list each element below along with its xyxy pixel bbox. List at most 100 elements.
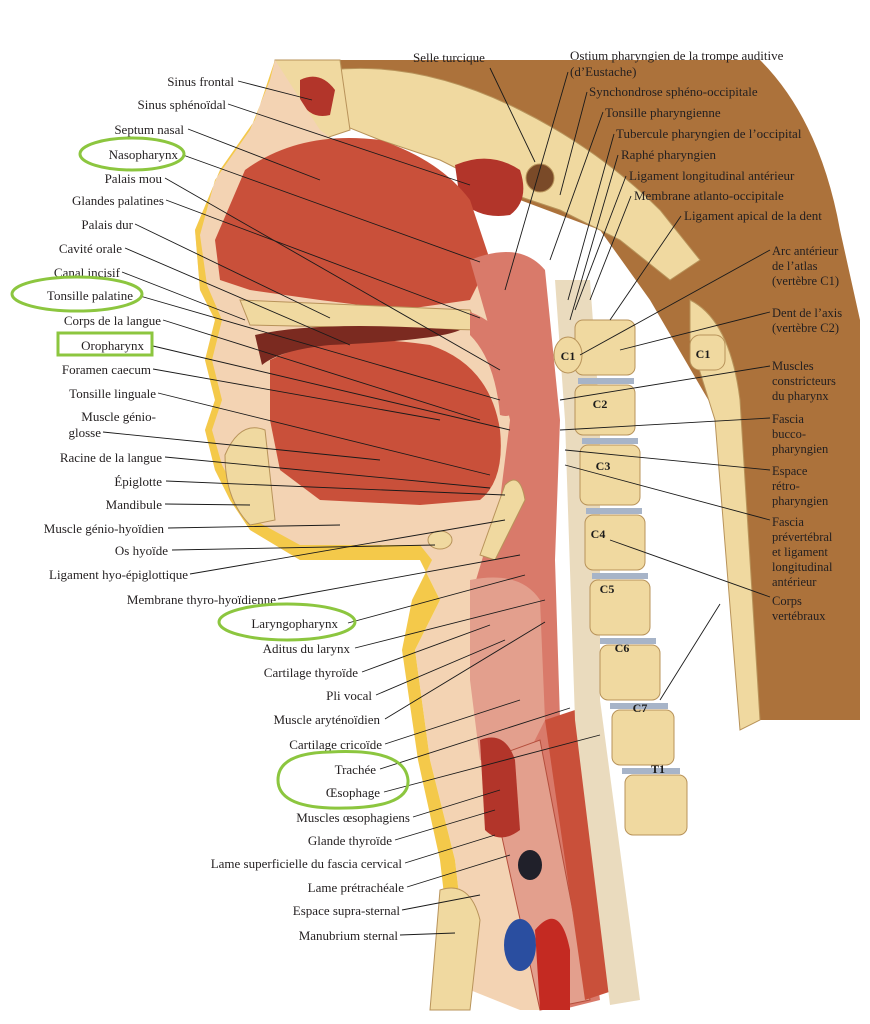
vessel-dark (518, 850, 542, 880)
labels-left: Sinus frontal Sinus sphénoïdal Septum na… (44, 74, 410, 943)
oral-cavity (255, 326, 460, 365)
label-muscles-constricteurs-2: constricteurs (772, 374, 836, 388)
label-tonsille-palatine: Tonsille palatine (47, 288, 133, 303)
label-cartilage-thyroide: Cartilage thyroïde (264, 665, 358, 680)
label-lame-pretracheale: Lame prétrachéale (308, 880, 405, 895)
label-palais-dur: Palais dur (81, 217, 133, 232)
label-espace-retro-1: Espace (772, 464, 808, 478)
prevertebral-strip (555, 280, 640, 1005)
nasal-cavity (215, 138, 490, 310)
label-espace-retro-3: pharyngien (772, 494, 829, 508)
label-laryngopharynx: Laryngopharynx (251, 616, 338, 631)
oesophagus (545, 710, 615, 1000)
label-septum-nasal: Septum nasal (114, 122, 184, 137)
label-raphe-pharyngien: Raphé pharyngien (621, 147, 716, 162)
label-manubrium-sternal: Manubrium sternal (299, 928, 399, 943)
label-dent-axis-2: (vertèbre C2) (772, 321, 839, 335)
label-glandes-palatines: Glandes palatines (72, 193, 164, 208)
labels-top: Selle turcique Ostium pharyngien de la t… (413, 48, 822, 223)
label-synchondrose: Synchondrose sphéno-occipitale (589, 84, 758, 99)
label-sinus-sphenoidal: Sinus sphénoïdal (138, 97, 227, 112)
vertebra-label-c6: C6 (615, 641, 630, 655)
label-selle-turcique: Selle turcique (413, 50, 485, 65)
label-cavite-orale: Cavité orale (59, 241, 122, 256)
vertebra-label-c7: C7 (633, 701, 648, 715)
sphenoid-sinus (455, 158, 524, 216)
highlight-laryngopharynx (217, 602, 357, 642)
label-epiglotte: Épiglotte (114, 474, 162, 489)
label-muscle-arytenoidien: Muscle aryténoïdien (274, 712, 381, 727)
label-tonsille-linguale: Tonsille linguale (69, 386, 156, 401)
vertebra-label-c3: C3 (596, 459, 611, 473)
posterior-neck-tissue (330, 60, 860, 720)
label-pli-vocal: Pli vocal (326, 688, 372, 703)
highlight-tonsille-palatine (10, 275, 144, 313)
label-ligament-longitudinal: Ligament longitudinal antérieur (629, 168, 795, 183)
label-arc-anterieur-1: Arc antérieur (772, 244, 839, 258)
label-fascia-prevertebral-2: prévertébral (772, 530, 833, 544)
label-muscles-oesophagiens: Muscles œsophagiens (296, 810, 410, 825)
label-dent-axis-1: Dent de l’axis (772, 306, 842, 320)
highlight-oropharynx (56, 331, 154, 357)
label-racine-langue: Racine de la langue (60, 450, 162, 465)
sella-turcica (525, 163, 555, 193)
label-fascia-prevertebral-3: et ligament (772, 545, 828, 559)
label-corps-vertebraux-1: Corps (772, 594, 802, 608)
vertebral-column (553, 299, 761, 836)
label-glosse: glosse (69, 425, 102, 440)
label-ligament-apical: Ligament apical de la dent (684, 208, 822, 223)
label-lame-superficielle: Lame superficielle du fascia cervical (211, 856, 403, 871)
label-muscle-genio: Muscle génio- (81, 409, 156, 424)
vessel-red (535, 918, 570, 1010)
label-tubercule-pharyngien: Tubercule pharyngien de l’occipital (616, 126, 802, 141)
leader-lines (102, 67, 771, 936)
label-oesophage: Œsophage (326, 785, 380, 800)
mandible (224, 427, 276, 526)
label-foramen-caecum: Foramen caecum (62, 362, 151, 377)
label-fascia-bucco-1: Fascia (772, 412, 804, 426)
label-fascia-prevertebral-5: antérieur (772, 575, 817, 589)
label-ostium-line1: Ostium pharyngien de la trompe auditive (570, 48, 784, 63)
label-glande-thyroide: Glande thyroïde (308, 833, 392, 848)
label-arc-anterieur-2: de l’atlas (772, 259, 818, 273)
label-muscles-constricteurs-1: Muscles (772, 359, 814, 373)
label-muscles-constricteurs-3: du pharynx (772, 389, 829, 403)
label-corps-vertebraux-2: vertébraux (772, 609, 826, 623)
label-tonsille-pharyngienne: Tonsille pharyngienne (605, 105, 721, 120)
label-arc-anterieur-3: (vertèbre C1) (772, 274, 839, 288)
vertebra-label-c2: C2 (593, 397, 608, 411)
label-fascia-prevertebral-1: Fascia (772, 515, 804, 529)
highlight-marks (10, 136, 410, 810)
manubrium-bone (429, 887, 481, 1011)
label-palais-mou: Palais mou (105, 171, 163, 186)
thyroid-gland (480, 737, 520, 838)
label-espace-retro-2: rétro- (772, 479, 800, 493)
label-espace-supra-sternal: Espace supra-sternal (293, 903, 401, 918)
label-sinus-frontal: Sinus frontal (167, 74, 234, 89)
label-cartilage-cricoide: Cartilage cricoïde (289, 737, 382, 752)
label-mandibule: Mandibule (106, 497, 163, 512)
hyoid-bone (427, 530, 453, 550)
vertebra-label-c5: C5 (600, 582, 615, 596)
highlight-trachee-oesophage (276, 750, 410, 810)
label-ligament-hyo-epiglottique: Ligament hyo-épiglottique (49, 567, 188, 582)
label-trachee: Trachée (335, 762, 377, 777)
label-nasopharynx: Nasopharynx (109, 147, 179, 162)
labels-right: Arc antérieur de l’atlas (vertèbre C1) D… (772, 244, 842, 623)
vertebra-label-t1: T1 (651, 762, 665, 776)
label-corps-langue: Corps de la langue (64, 313, 161, 328)
vertebra-label-c4: C4 (591, 527, 606, 541)
label-fascia-prevertebral-4: longitudinal (772, 560, 833, 574)
label-membrane-atlanto-occipitale: Membrane atlanto-occipitale (634, 188, 784, 203)
label-muscle-genio-hyoidien: Muscle génio-hyoïdien (44, 521, 165, 536)
anatomy-illustration: C1 C1 C2 C3 C4 C5 C6 C7 T1 (195, 59, 860, 1011)
label-membrane-thyro-hyoidienne: Membrane thyro-hyoïdienne (127, 592, 276, 607)
label-fascia-bucco-3: pharyngien (772, 442, 829, 456)
vertebra-label-c1a: C1 (561, 349, 576, 363)
frontal-sinus (300, 76, 335, 116)
label-ostium-line2: (d’Eustache) (570, 64, 636, 79)
highlight-nasopharynx (78, 136, 186, 172)
vessel-blue (504, 919, 536, 971)
label-oropharynx: Oropharynx (81, 338, 144, 353)
